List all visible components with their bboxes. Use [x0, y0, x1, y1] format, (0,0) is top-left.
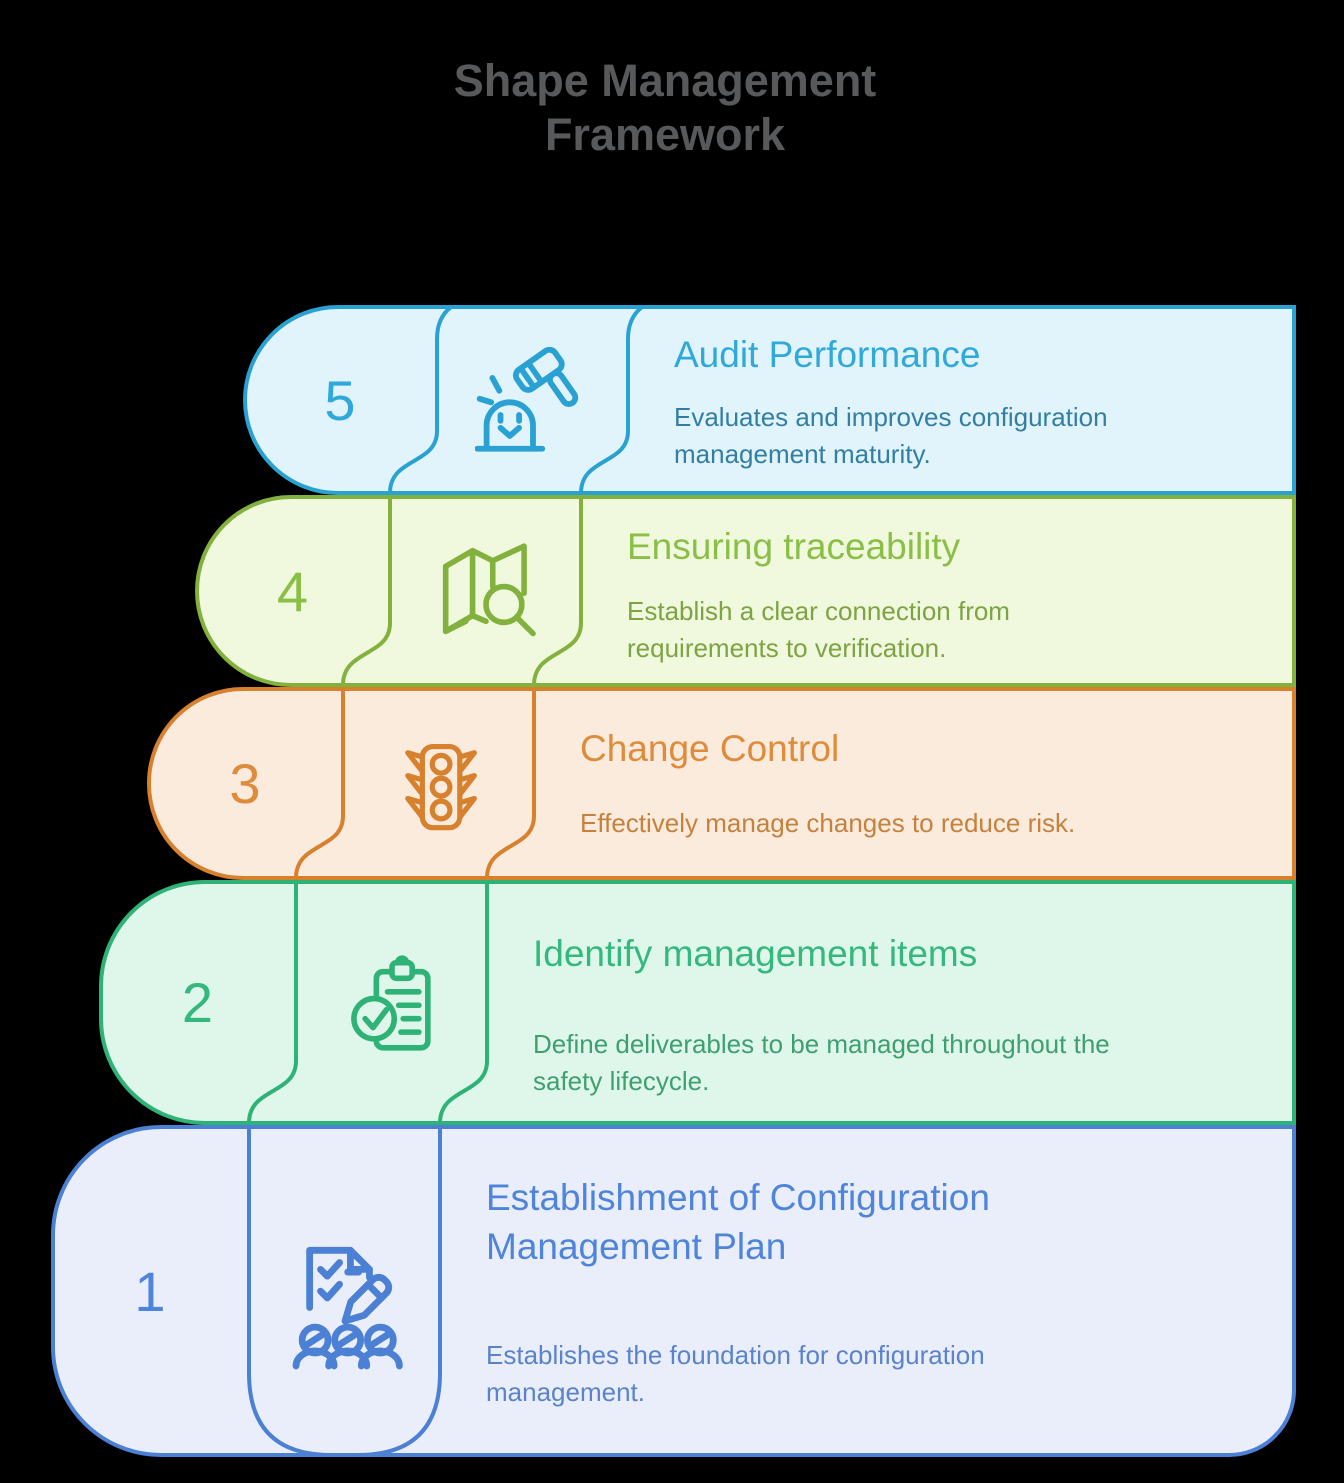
step-number: 4 — [276, 559, 309, 623]
step-number: 5 — [324, 368, 356, 432]
row-1-shape — [51, 1125, 1296, 1457]
step-icon-cell — [437, 305, 628, 495]
step-row-4: 4 Ensuring traceability Establish a clea… — [194, 495, 1296, 687]
step-row-2: 2 Identify management items Define deliv… — [99, 880, 1296, 1125]
step-title: Audit Performance — [674, 334, 981, 375]
step-number: 1 — [134, 1259, 166, 1323]
step-icon-cell — [296, 880, 487, 1125]
clipboard-check-icon — [350, 954, 431, 1051]
row-3-shape — [146, 687, 1296, 880]
step-description: Effectively manage changes to reduce ris… — [580, 808, 1076, 838]
step-number: 3 — [229, 752, 261, 815]
step-description: Establishes the foundation for configura… — [486, 1340, 985, 1407]
traffic-light-icon — [404, 743, 477, 830]
step-row-5: 5 Audit Performance Evaluates and — [242, 305, 1296, 495]
step-icon-cell — [343, 687, 534, 880]
whack-a-mole-gavel-icon — [474, 346, 578, 452]
step-title: Identify management items — [533, 933, 978, 974]
row-4-shape — [194, 495, 1296, 687]
step-description: Evaluates and improves configuration man… — [674, 402, 1108, 469]
step-number: 2 — [181, 971, 214, 1034]
step-title: Change Control — [580, 728, 840, 769]
step-row-1: 1 — [51, 1125, 1296, 1457]
step-title: Establishment of Configuration Managemen… — [486, 1177, 990, 1267]
step-description: Establish a clear connection from requir… — [627, 596, 1010, 663]
page-title: Shape Management Framework — [453, 55, 877, 160]
step-description: Define deliverables to be managed throug… — [533, 1029, 1110, 1096]
step-icon-cell — [249, 1235, 440, 1370]
step-icon-cell — [390, 495, 581, 687]
document-checklist-team-icon — [292, 1246, 403, 1370]
step-title: Ensuring traceability — [627, 526, 961, 567]
map-magnifier-icon — [442, 543, 536, 637]
step-row-3: 3 Change Control Effectively manage chan… — [146, 687, 1296, 880]
row-2-shape — [99, 880, 1296, 1125]
